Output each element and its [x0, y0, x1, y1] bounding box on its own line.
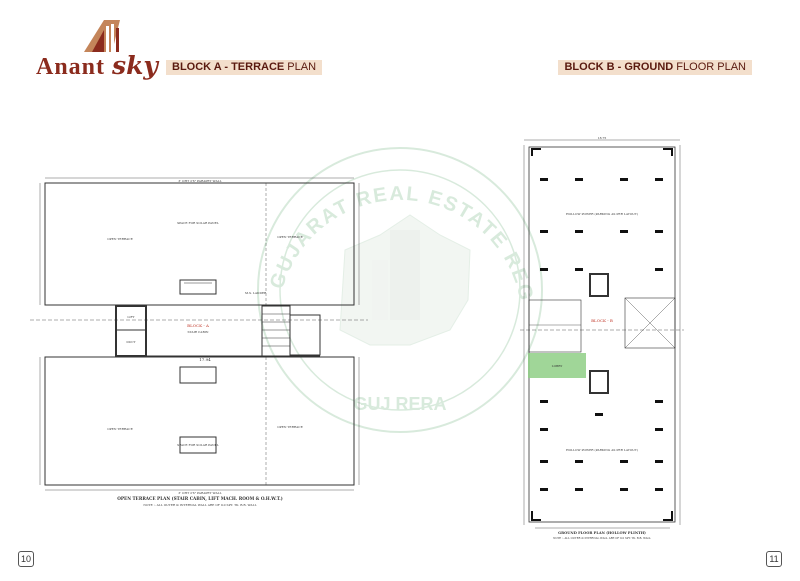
block-b-ground-plan: [520, 139, 684, 529]
columns: [531, 148, 673, 521]
lobby-label: LOBBY: [552, 364, 563, 368]
solar-space-label: SPACE FOR SOLAR PANEL: [177, 443, 219, 447]
lobby-area: [528, 353, 586, 378]
block-b-header: BLOCK B - GROUND FLOOR PLAN: [558, 60, 752, 75]
block-a-header: BLOCK A - TERRACE PLAN: [166, 60, 323, 75]
duct-label: DUCT: [126, 340, 135, 344]
block-b-label: BLOCK - B: [591, 318, 613, 323]
page-number: 10: [18, 551, 34, 567]
solar-space-label: SPACE FOR SOLAR PANEL: [177, 221, 219, 225]
page-number: 11: [766, 551, 782, 567]
watermark-bottom-text: GUJ RERA: [353, 394, 446, 414]
ground-plan-title: GROUND FLOOR PLAN (HOLLOW PLINTH): [558, 531, 646, 535]
hollow-power-label: HOLLOW POWER (PARKING AS PER LAYOUT): [566, 448, 638, 452]
brand-logo: Anant sky: [36, 18, 160, 82]
ground-plan-note: NOTE :- ALL OUTER & INTERNAL WALL ARE OF…: [553, 536, 651, 540]
terrace-plan-title: OPEN TERRACE PLAN (STAIR CABIN, LIFT MAC…: [117, 496, 282, 501]
width-dimension: 17.94: [199, 357, 211, 362]
block-a-label: BLOCK - A: [187, 323, 209, 328]
open-terrace-label: OPEN TERRACE: [107, 427, 133, 431]
block-a-terrace-plan: [30, 177, 368, 491]
lift-label: LIFT: [127, 315, 134, 319]
stair-cabin-label: STAIR CABIN: [188, 330, 209, 334]
hollow-power-label: HOLLOW POWER (PARKING AS PER LAYOUT): [566, 212, 638, 216]
building-logo-icon: [84, 20, 120, 52]
ms-ladder-label: M.S. LADDER: [245, 291, 267, 295]
top-wall-note: 3' OHT 2'6" PARAPET WALL: [178, 179, 221, 183]
open-terrace-label: OPEN TERRACE: [277, 235, 303, 239]
open-terrace-label: OPEN TERRACE: [107, 237, 133, 241]
terrace-plan-note: NOTE :- ALL OUTER & INTERNAL WALL ARE OF…: [143, 503, 256, 507]
top-dimension: 18.75: [598, 136, 607, 140]
bottom-wall-note: 3' OHT 2'6" PARAPET WALL: [178, 491, 221, 495]
brand-name: Anant sky: [36, 51, 158, 80]
open-terrace-label: OPEN TERRACE: [277, 425, 303, 429]
rera-watermark: GUJARAT REAL ESTATE REGULATORY AUTHORITY…: [0, 0, 543, 433]
